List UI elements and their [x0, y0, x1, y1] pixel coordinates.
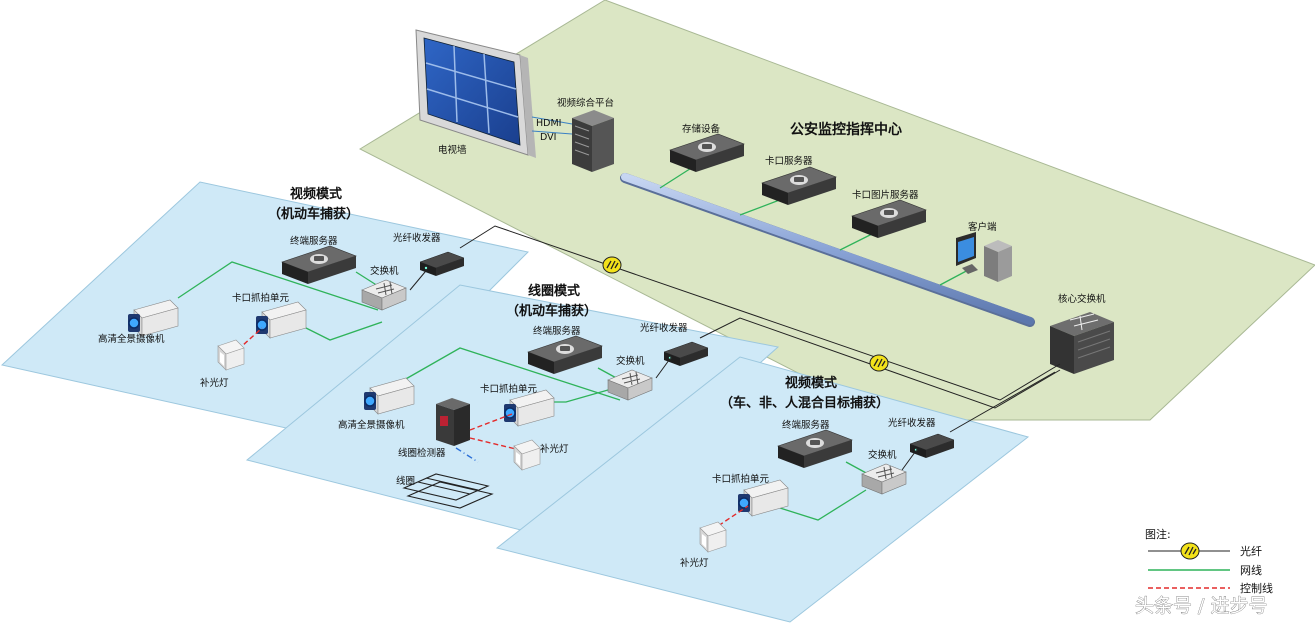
zone-right-transceiver-label: 光纤收发器 [888, 417, 936, 429]
zone-left-title: 视频模式 [290, 186, 342, 202]
legend-fiber-label: 光纤 [1240, 544, 1262, 558]
core-switch-icon [1050, 312, 1114, 374]
legend-control-label: 控制线 [1240, 581, 1273, 595]
zone-left-transceiver-label: 光纤收发器 [393, 232, 441, 244]
zone-mid-terminal-server-label: 终端服务器 [533, 325, 581, 337]
loop-coil-icon [402, 473, 494, 509]
zone-right-fill-light-label: 补光灯 [680, 557, 709, 569]
zone-left-capture-unit-label: 卡口抓拍单元 [232, 292, 290, 304]
zone-left-pano-camera-label: 高清全景摄像机 [98, 333, 165, 345]
fiber-line-left [459, 225, 1061, 401]
fiber-line-right [949, 371, 1056, 433]
zone-left-switch-label: 交换机 [370, 265, 399, 277]
client-computer-icon [956, 232, 1012, 282]
legend-network-label: 网线 [1240, 563, 1262, 577]
backbone-bus [621, 173, 1034, 325]
zone-mid-loop-label: 线圈 [396, 475, 415, 487]
zone-mid-capture-unit-label: 卡口抓拍单元 [480, 383, 538, 395]
zone-mid-fill-light-label: 补光灯 [540, 443, 569, 455]
tv-wall-label: 电视墙 [438, 144, 467, 156]
zone-right-subtitle: （车、非、人混合目标捕获） [720, 395, 889, 411]
center-title: 公安监控指挥中心 [790, 121, 902, 138]
image-server-label: 卡口图片服务器 [852, 189, 919, 201]
zone-left-terminal-server-label: 终端服务器 [290, 235, 338, 247]
zone-mid-loop-detector-label: 线圈检测器 [398, 447, 446, 459]
zone-right-terminal-server-label: 终端服务器 [782, 419, 830, 431]
tv-wall-icon [415, 29, 536, 158]
checkpoint-server-label: 卡口服务器 [765, 155, 813, 167]
dvi-label: DVI [540, 132, 556, 143]
zone-left-subtitle: （机动车捕获） [268, 206, 359, 222]
zone-mid-switch-label: 交换机 [616, 355, 645, 367]
storage-label: 存储设备 [682, 123, 721, 135]
core-switch-label: 核心交换机 [1058, 293, 1106, 305]
legend: 图注: 光纤 网线 控制线 [1145, 527, 1273, 595]
zone-mid-transceiver-label: 光纤收发器 [640, 322, 688, 334]
hdmi-label: HDMI [536, 118, 561, 129]
video-platform-icon [572, 110, 614, 172]
client-label: 客户端 [968, 221, 997, 233]
legend-title: 图注: [1145, 527, 1171, 541]
video-platform-label: 视频综合平台 [557, 97, 614, 109]
zone-right-title: 视频模式 [785, 375, 837, 391]
zone-right-switch-label: 交换机 [868, 449, 897, 461]
zone-mid-title: 线圈模式 [528, 283, 580, 299]
watermark: 头条号 / 进步号 [1135, 595, 1267, 617]
fiber-line-mid [699, 317, 1061, 409]
loop-detector-icon [436, 398, 470, 446]
zone-left-fill-light-label: 补光灯 [200, 377, 229, 389]
zone-mid-pano-camera-label: 高清全景摄像机 [338, 419, 405, 431]
zone-mid-subtitle: （机动车捕获） [506, 303, 597, 319]
zone-right-capture-unit-label: 卡口抓拍单元 [712, 473, 770, 485]
